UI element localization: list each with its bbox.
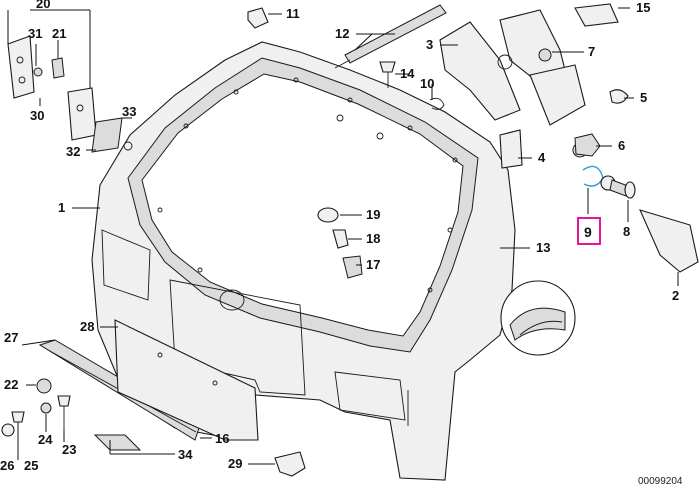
plug-26: [1, 423, 15, 437]
label-2: 2: [672, 288, 679, 303]
hinge-lower-32: [67, 87, 97, 141]
gas-strut: [334, 4, 447, 69]
bolt-14: [379, 61, 396, 73]
label-25: 25: [24, 458, 38, 473]
label-13: 13: [536, 240, 550, 255]
label-5: 5: [640, 90, 647, 105]
label-23: 23: [62, 442, 76, 457]
cap-11: [247, 7, 269, 29]
hinge-plate: [529, 64, 586, 126]
callout-labels: 1 2 3 4 5 6 7 8 9 10 11 12 13 14 15 16 1…: [0, 0, 683, 487]
tailgate-left-pocket: [101, 229, 151, 301]
label-3: 3: [426, 37, 433, 52]
screw-18: [332, 229, 349, 249]
clip-9: [582, 165, 604, 187]
plate-4: [499, 129, 523, 169]
label-20: 20: [36, 0, 50, 11]
highlight-box-9: [577, 217, 601, 245]
frame-holes: [157, 77, 458, 293]
license-plate-holder: [114, 319, 259, 441]
bracket: [93, 434, 142, 451]
latch-plate-15: [574, 3, 619, 27]
label-31: 31: [28, 26, 42, 41]
bolt-23: [57, 395, 71, 407]
tailgate-emblem: [219, 289, 245, 311]
screw-25: [11, 411, 25, 423]
label-30: 30: [30, 108, 44, 123]
buffer-5: [609, 89, 629, 104]
nut-6: [574, 133, 601, 157]
label-12: 12: [335, 26, 349, 41]
label-26: 26: [0, 458, 14, 473]
label-21: 21: [52, 26, 66, 41]
label-15: 15: [636, 0, 650, 15]
label-32: 32: [66, 144, 80, 159]
washer-31: [33, 67, 43, 77]
label-8: 8: [623, 224, 630, 239]
label-4: 4: [538, 150, 546, 165]
label-24: 24: [38, 432, 53, 447]
label-7: 7: [588, 44, 595, 59]
washer-24: [40, 402, 52, 414]
gasket-33: [91, 117, 123, 153]
label-28: 28: [80, 319, 94, 334]
label-27: 27: [4, 330, 18, 345]
label-22: 22: [4, 377, 18, 392]
label-33: 33: [122, 104, 136, 119]
label-17: 17: [366, 257, 380, 272]
label-19: 19: [366, 207, 380, 222]
label-10: 10: [420, 76, 434, 91]
label-6: 6: [618, 138, 625, 153]
leader-lines: [7, 7, 679, 465]
label-14: 14: [400, 66, 415, 81]
grommet-29: [274, 451, 306, 477]
label-16: 16: [215, 431, 229, 446]
label-1: 1: [58, 200, 65, 215]
hinge-pin-21: [51, 57, 65, 79]
document-number: 00099204: [638, 476, 683, 487]
label-29: 29: [228, 456, 242, 471]
pin-8: [600, 175, 636, 199]
label-34: 34: [178, 447, 193, 462]
label-18: 18: [366, 231, 380, 246]
grommet-17: [342, 255, 363, 279]
hinge-bracket-30: [7, 35, 35, 99]
cap-22: [36, 378, 52, 394]
clip-10: [429, 97, 445, 110]
trim-piece-2: [639, 209, 699, 273]
tailgate-right-pocket: [334, 371, 406, 421]
hinge-left: [439, 21, 521, 121]
buffer-19: [317, 207, 339, 223]
seal-detail-circle: [500, 280, 576, 356]
label-9: 9: [584, 224, 592, 240]
tailgate-glass-opening: [141, 73, 464, 337]
label-11: 11: [286, 6, 300, 21]
